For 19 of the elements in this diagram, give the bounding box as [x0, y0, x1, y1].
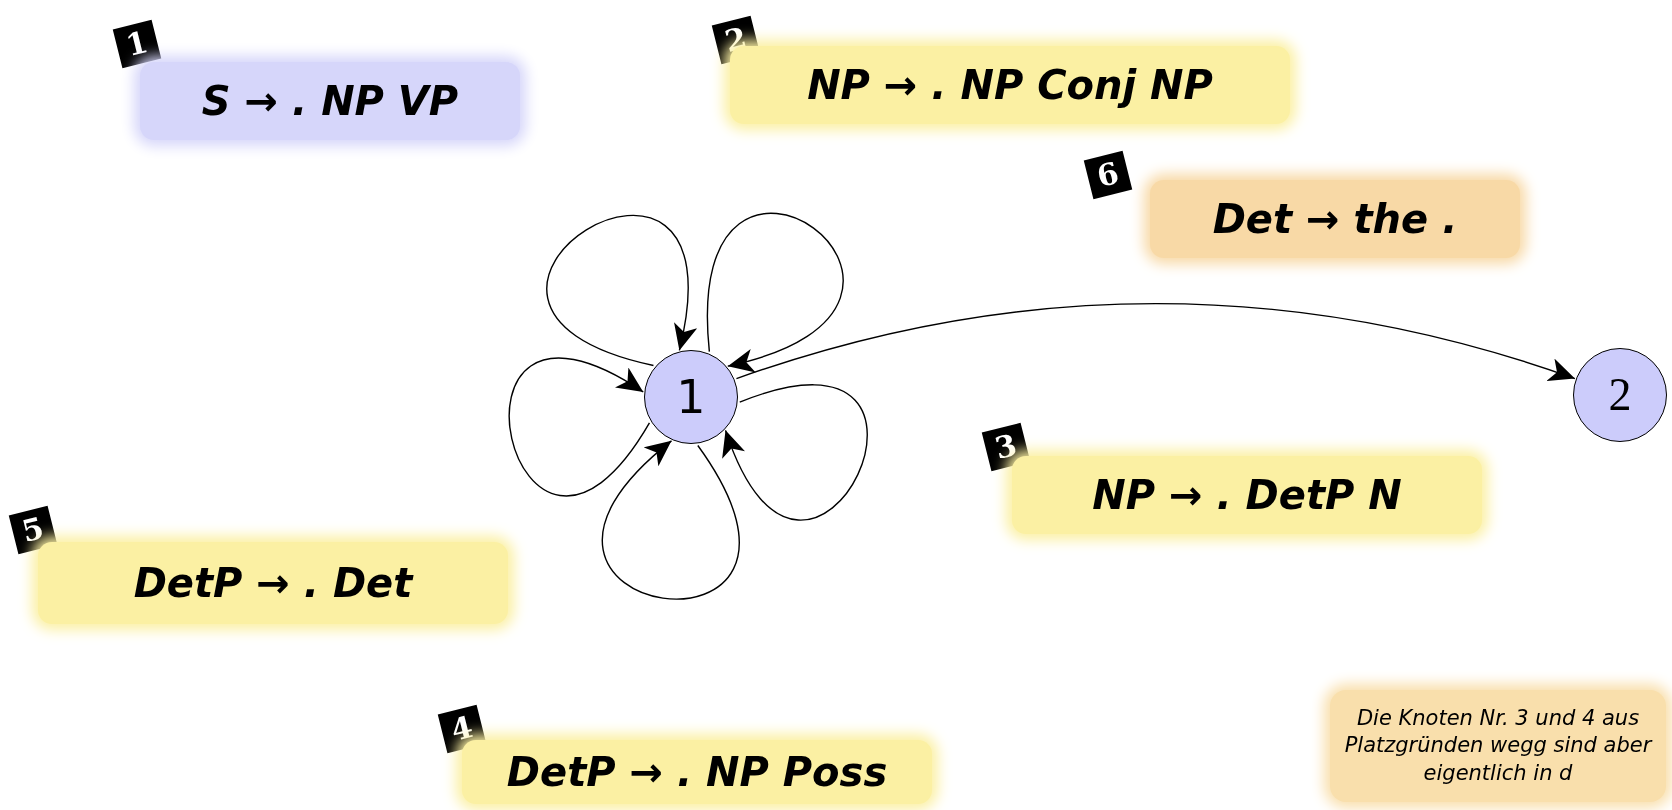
loop-arrow: [508, 357, 651, 497]
loop-arrow: [708, 213, 844, 370]
grammar-rule: NP → . DetP N: [1092, 475, 1402, 515]
grammar-rule: Det → the .: [1212, 199, 1458, 239]
rule-number-badge: 3: [981, 422, 1031, 472]
loop-arrow: [602, 440, 740, 599]
loop-arrow: [724, 385, 867, 521]
rule-number-badge: 1: [112, 19, 162, 69]
loop-arrow: [547, 215, 696, 367]
rule-number-badge: 6: [1083, 150, 1133, 200]
state-number: 2: [1608, 372, 1632, 418]
rule-number-badge: 5: [8, 505, 58, 555]
grammar-rule: S → . NP VP: [201, 81, 459, 121]
grammar-rule: DetP → . Det: [133, 563, 413, 603]
grammar-rule: DetP → . NP Poss: [506, 752, 888, 792]
note-text: Die Knoten Nr. 3 und 4 aus Platzgründen wegg sind aber eigentlich in d: [1343, 705, 1654, 787]
state-number: 1: [676, 374, 706, 420]
transition-arrow: [735, 302, 1576, 382]
note-band: [1330, 690, 1666, 802]
